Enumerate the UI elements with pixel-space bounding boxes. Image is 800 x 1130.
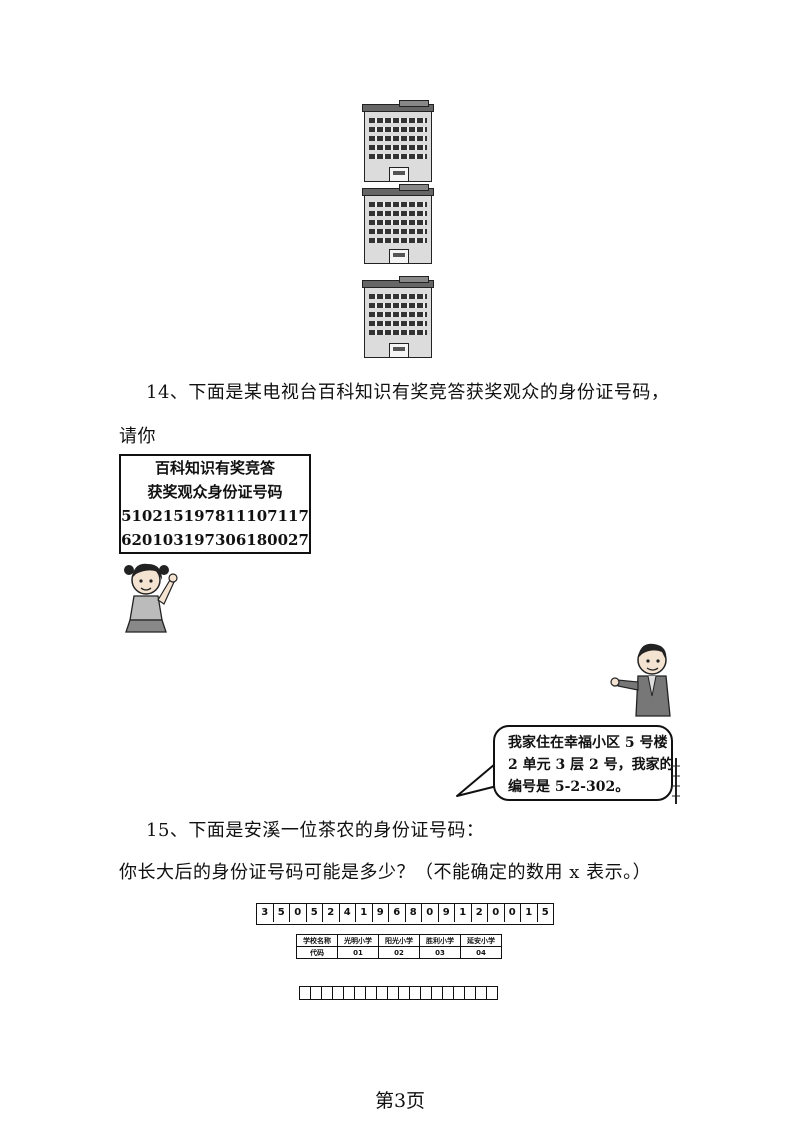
table-cell: 04 — [460, 946, 502, 959]
table-cell: 02 — [378, 946, 420, 959]
answer-blank-cell[interactable] — [487, 987, 497, 999]
bubble-line-1: 我家住在幸福小区 5 号楼 — [508, 735, 668, 751]
answer-blank-row[interactable] — [299, 986, 498, 1000]
id-digit-cell: 3 — [257, 904, 274, 922]
id-digit-cell: 1 — [521, 904, 538, 922]
id-digit-cell: 8 — [406, 904, 422, 922]
question-15-line-1: 15、下面是安溪一位茶农的身份证号码： — [146, 820, 485, 841]
page-number: 第3页 — [374, 1090, 426, 1112]
id-digit-cell: 0 — [488, 904, 505, 922]
girl-illustration — [124, 563, 178, 633]
answer-blank-cell[interactable] — [465, 987, 476, 999]
table-header-cell: 延安小学 — [460, 934, 502, 947]
table-cell: 代码 — [296, 946, 338, 959]
id-number-box: 百科知识有奖竞答 获奖观众身份证号码 510215197811107117 62… — [119, 454, 311, 554]
answer-blank-cell[interactable] — [476, 987, 487, 999]
question-14-line-2: 请你 — [119, 426, 156, 447]
id-digit-cell: 4 — [340, 904, 356, 922]
table-row: 代码 01 02 03 04 — [296, 946, 502, 959]
id-digit-cell: 9 — [373, 904, 389, 922]
answer-blank-cell[interactable] — [432, 987, 443, 999]
id-digit-cell: 5 — [274, 904, 290, 922]
id-box-title-1: 百科知识有奖竞答 — [154, 459, 275, 477]
table-row: 学校名称 光明小学 阳光小学 胜利小学 延安小学 — [296, 934, 502, 947]
table-header-cell: 胜利小学 — [419, 934, 461, 947]
id-digit-cell: 2 — [472, 904, 488, 922]
building-illustration-1 — [362, 100, 434, 182]
table-header-cell: 阳光小学 — [378, 934, 420, 947]
id-box-title-2: 获奖观众身份证号码 — [147, 483, 283, 501]
id-number-1: 510215197811107117 — [121, 507, 309, 525]
id-digit-cell: 0 — [422, 904, 439, 922]
bubble-line-2: 2 单元 3 层 2 号，我家的 — [508, 757, 674, 773]
answer-blank-cell[interactable] — [311, 987, 322, 999]
answer-blank-cell[interactable] — [454, 987, 465, 999]
table-header-cell: 学校名称 — [296, 934, 338, 947]
answer-blank-cell[interactable] — [388, 987, 399, 999]
answer-blank-cell[interactable] — [421, 987, 432, 999]
id-digit-cell: 0 — [290, 904, 307, 922]
table-cell: 03 — [419, 946, 461, 959]
answer-blank-cell[interactable] — [300, 987, 311, 999]
id-digit-cell: 9 — [439, 904, 455, 922]
id-number-2: 620103197306180027 — [121, 531, 309, 549]
question-15-line-2: 你长大后的身份证号码可能是多少？（不能确定的数用 x 表示。） — [119, 862, 652, 883]
answer-blank-cell[interactable] — [366, 987, 377, 999]
bubble-line-3: 编号是 5-2-302。 — [508, 779, 630, 795]
answer-blank-cell[interactable] — [344, 987, 355, 999]
building-illustration-2 — [362, 184, 434, 264]
speech-bubble: 我家住在幸福小区 5 号楼 2 单元 3 层 2 号，我家的 编号是 5-2-3… — [493, 725, 674, 801]
id-digit-cell: 0 — [505, 904, 521, 922]
answer-blank-cell[interactable] — [333, 987, 344, 999]
building-illustration-3 — [362, 276, 434, 358]
table-header-cell: 光明小学 — [337, 934, 379, 947]
id-digit-cell: 2 — [323, 904, 340, 922]
answer-blank-cell[interactable] — [377, 987, 388, 999]
id-digit-cell: 5 — [307, 904, 323, 922]
answer-blank-cell[interactable] — [399, 987, 410, 999]
id-digit-cell: 1 — [356, 904, 373, 922]
id-digit-cell: 5 — [541, 907, 549, 918]
ruler-mark — [672, 758, 680, 804]
answer-blank-cell[interactable] — [322, 987, 333, 999]
answer-blank-cell[interactable] — [443, 987, 454, 999]
boy-illustration — [610, 643, 671, 717]
answer-blank-cell[interactable] — [410, 987, 421, 999]
id-digit-cell: 6 — [389, 904, 406, 922]
id-digit-cell: 1 — [455, 904, 472, 922]
speech-bubble-tail — [456, 763, 498, 797]
answer-blank-cell[interactable] — [355, 987, 366, 999]
question-14-line-1: 14、下面是某电视台百科知识有奖竞答获奖观众的身份证号码， — [146, 382, 670, 403]
school-code-table: 学校名称 光明小学 阳光小学 胜利小学 延安小学 代码 01 02 03 04 — [296, 934, 502, 959]
table-cell: 01 — [337, 946, 379, 959]
